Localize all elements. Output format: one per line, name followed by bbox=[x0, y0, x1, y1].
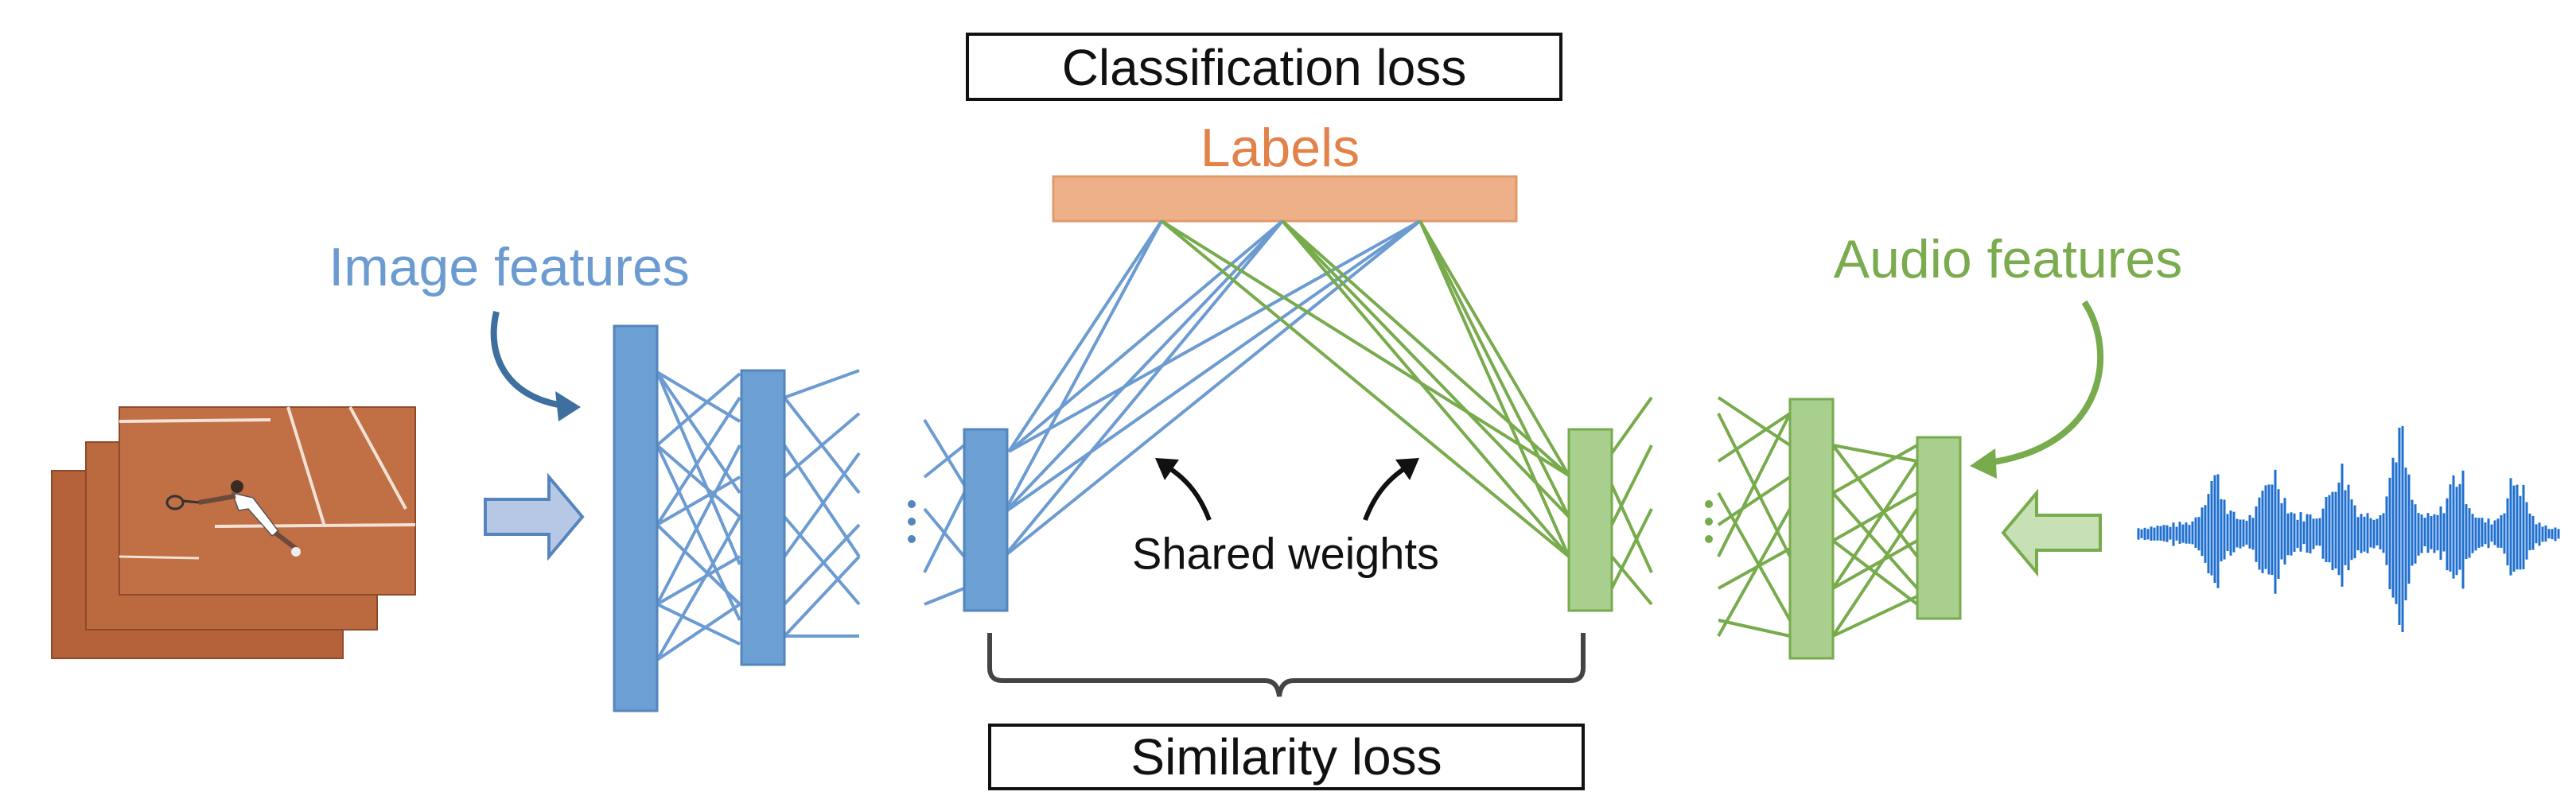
shared-weights-right-arrow bbox=[1363, 462, 1413, 522]
tennis-player bbox=[165, 480, 301, 557]
blue-layer-3 bbox=[963, 428, 1009, 612]
green-layer-3 bbox=[1916, 436, 1962, 620]
labels-bar bbox=[1052, 175, 1518, 223]
green-layer-2 bbox=[1788, 398, 1835, 660]
green-network-connections bbox=[1610, 396, 1919, 638]
image-features-arrow-head bbox=[555, 391, 581, 421]
image-input-arrow bbox=[484, 472, 585, 561]
audio-features-arrow bbox=[1988, 300, 2104, 466]
shared-weights-label: Shared weights bbox=[1132, 529, 1439, 579]
labels-title: Labels bbox=[1200, 118, 1360, 178]
image-stack bbox=[51, 406, 416, 659]
audio-features-arrow-head bbox=[1970, 448, 1997, 479]
shared-weights-left-arrow-head bbox=[1155, 458, 1179, 480]
similarity-loss-label: Similarity loss bbox=[1130, 728, 1442, 786]
audio-features-label: Audio features bbox=[1834, 229, 2183, 289]
classification-loss-label: Classification loss bbox=[1062, 39, 1467, 96]
blue-layer-2 bbox=[740, 369, 786, 666]
shared-weights-left-arrow bbox=[1162, 462, 1212, 522]
image-features-arrow bbox=[490, 311, 564, 409]
similarity-loss-box bbox=[988, 724, 1585, 790]
green-layer-1 bbox=[1567, 428, 1613, 612]
audio-input-arrow bbox=[2001, 488, 2102, 577]
tennis-photo bbox=[119, 406, 416, 596]
shared-weights-right-arrow-head bbox=[1395, 458, 1419, 480]
classification-loss-box bbox=[966, 33, 1562, 101]
audio-waveform bbox=[2137, 425, 2560, 632]
blue-ellipsis-dots bbox=[908, 500, 916, 543]
similarity-bracket bbox=[987, 633, 1586, 697]
blue-to-labels-connections bbox=[1002, 219, 1422, 558]
green-ellipsis-dots bbox=[1705, 500, 1713, 543]
blue-layer-1 bbox=[613, 324, 659, 712]
green-to-labels-connections bbox=[1160, 219, 1570, 558]
image-features-label: Image features bbox=[329, 237, 690, 297]
blue-network-connections bbox=[656, 369, 966, 662]
